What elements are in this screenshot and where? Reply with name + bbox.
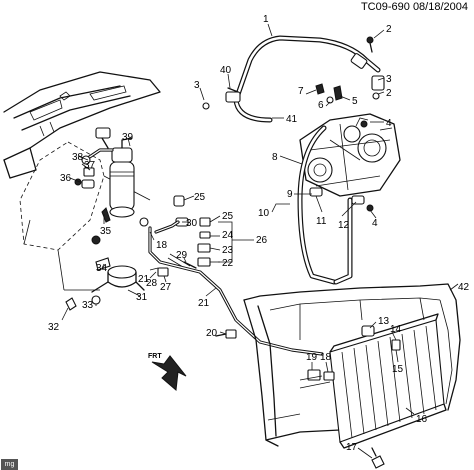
small-fasteners-left — [65, 207, 111, 311]
callout-15: 15 — [392, 364, 404, 375]
callout-27: 27 — [160, 282, 172, 293]
callout-1: 1 — [263, 14, 269, 25]
discharge-hose-inner — [333, 197, 353, 285]
header: TC09-690 08/18/2004 — [361, 1, 468, 13]
callout-8: 8 — [272, 152, 278, 163]
callout-39: 39 — [122, 132, 134, 143]
callout-4: 4 — [372, 218, 378, 229]
callout-5: 5 — [352, 96, 358, 107]
callout-36: 36 — [60, 173, 72, 184]
callout-34: 34 — [96, 263, 108, 274]
firewall-cowl — [3, 71, 161, 179]
callout-30: 30 — [186, 218, 198, 229]
callout-26: 26 — [256, 235, 268, 246]
drawing-id: TC09-690 — [360, 1, 410, 13]
callout-23: 23 — [222, 245, 234, 256]
callout-25: 25 — [194, 192, 206, 203]
compressor-engine — [299, 113, 401, 197]
callout-10: 10 — [258, 208, 270, 219]
accumulator-bracket — [91, 257, 145, 293]
callout-11: 11 — [316, 216, 327, 227]
radiator-support — [243, 283, 461, 447]
callout-7: 7 — [298, 86, 304, 97]
callout-33: 33 — [82, 300, 94, 311]
callout-41: 41 — [286, 114, 298, 125]
callout-24: 24 — [222, 230, 234, 241]
callout-17: 17 — [346, 442, 358, 453]
callout-9: 9 — [287, 189, 293, 200]
callout-20: 20 — [206, 328, 218, 339]
callout-21: 21 — [198, 298, 210, 309]
callout-2: 2 — [386, 24, 392, 35]
callout-4: 4 — [386, 118, 392, 129]
callout-31: 31 — [136, 292, 148, 303]
callout-42: 42 — [458, 282, 470, 293]
callout-38: 38 — [72, 152, 84, 163]
condenser — [329, 313, 447, 449]
callout-3: 3 — [194, 80, 200, 91]
callout-37: 37 — [84, 160, 96, 171]
forward-arrow-label: FRT — [148, 353, 162, 360]
callout-14: 14 — [390, 324, 402, 335]
mid-fittings — [139, 195, 211, 277]
watermark-badge: mg — [1, 459, 18, 470]
condenser-fittings — [299, 325, 401, 469]
callout-6: 6 — [318, 100, 324, 111]
callout-13: 13 — [378, 316, 390, 327]
callout-16: 16 — [416, 414, 428, 425]
compressor-fittings — [309, 83, 374, 212]
outline-leaders — [23, 175, 151, 291]
callout-2: 2 — [386, 88, 392, 99]
callout-40: 40 — [220, 65, 232, 76]
callout-22: 22 — [222, 258, 234, 269]
callout-3: 3 — [386, 74, 392, 85]
callout-32: 32 — [48, 322, 60, 333]
callout-29: 29 — [176, 250, 188, 261]
callout-25: 25 — [222, 211, 234, 222]
leader-lines — [61, 23, 459, 459]
callout-28: 28 — [146, 278, 158, 289]
drawing-date: 08/18/2004 — [412, 1, 468, 13]
callout-labels: 1 2 3 2 40 3 7 6 5 41 4 8 39 9 38 37 36 … — [48, 14, 470, 453]
accumulator — [109, 137, 135, 218]
forward-arrow-icon — [151, 355, 187, 391]
callout-35: 35 — [100, 226, 112, 237]
callout-21: 21 — [138, 274, 150, 285]
hose-fittings-top — [350, 36, 385, 100]
callout-19: 19 — [306, 352, 318, 363]
callout-18: 18 — [320, 352, 332, 363]
callout-18: 18 — [156, 240, 168, 251]
callout-12: 12 — [338, 220, 350, 231]
accumulator-fittings — [74, 127, 114, 189]
hose-clamp-40 — [202, 87, 241, 110]
